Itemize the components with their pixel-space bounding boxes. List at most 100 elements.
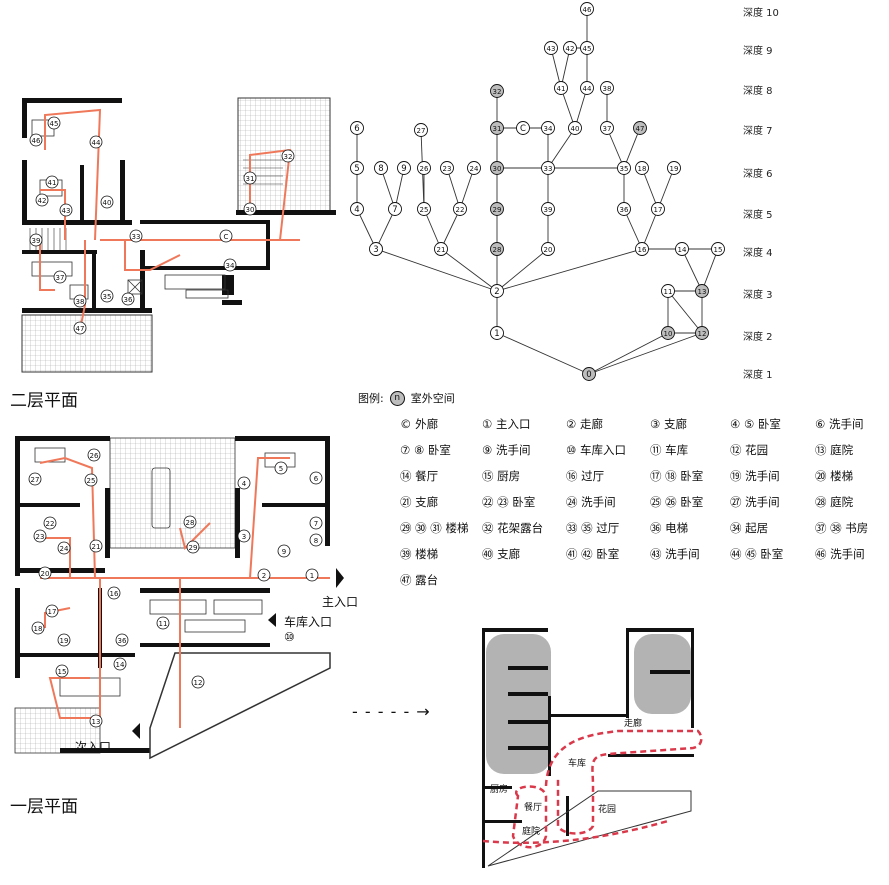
svg-text:33: 33: [132, 233, 141, 241]
svg-text:30: 30: [493, 165, 502, 173]
svg-text:6: 6: [314, 475, 319, 483]
graph-node-15: 15: [711, 242, 725, 256]
svg-text:19: 19: [60, 637, 69, 645]
graph-node-4: 4: [350, 202, 364, 216]
diagram-label-corridor: 走廊: [624, 717, 642, 729]
graph-node-12: 12: [695, 326, 709, 340]
legend-header: 图例: n 室外空间: [358, 390, 455, 406]
graph-node-37: 37: [600, 121, 614, 135]
depth-label-10: 深度 10: [743, 8, 779, 19]
graph-edge: [394, 167, 405, 210]
svg-text:38: 38: [603, 85, 612, 93]
graph-node-30: 30: [490, 161, 504, 175]
graph-node-8: 8: [374, 161, 388, 175]
legend-item: ⑬ 庭院: [815, 443, 854, 457]
diagram-label-dining: 餐厅: [524, 801, 542, 813]
depth-label-2: 深度 2: [743, 332, 773, 343]
svg-text:1: 1: [310, 572, 314, 580]
graph-node-29: 29: [490, 202, 504, 216]
graph-node-9: 9: [397, 161, 411, 175]
graph-node-24: 24: [467, 161, 481, 175]
outdoor-space-symbol: n: [389, 390, 405, 406]
svg-text:26: 26: [420, 165, 429, 173]
svg-text:C: C: [224, 233, 229, 241]
graph-node-7: 7: [388, 202, 402, 216]
diagram-label-garden: 花园: [598, 803, 616, 815]
legend-item: ⑦ ⑧ 卧室: [400, 443, 451, 457]
legend-header-text: 室外空间: [410, 392, 455, 405]
graph-edge: [446, 167, 461, 210]
graph-edge: [375, 208, 396, 250]
legend-item: ⑯ 过厅: [566, 469, 605, 483]
svg-text:24: 24: [60, 545, 69, 553]
graph-edge: [423, 208, 442, 250]
graph-node-38: 38: [600, 81, 614, 95]
graph-edge: [496, 332, 590, 375]
svg-text:16: 16: [638, 246, 647, 254]
graph-edge: [496, 248, 643, 292]
circulation-diagram: 走廊 车库 厨房 餐厅 花园 庭院: [482, 628, 703, 868]
graph-node-2: 2: [490, 284, 504, 298]
graph-edge: [356, 208, 377, 250]
svg-text:20: 20: [544, 246, 553, 254]
svg-text:47: 47: [76, 325, 85, 333]
svg-text:44: 44: [92, 139, 101, 147]
legend-item: ⑩ 车库入口: [566, 443, 626, 457]
svg-text:33: 33: [544, 165, 553, 173]
legend-item: ㉑ 支廊: [400, 495, 439, 509]
svg-text:38: 38: [76, 298, 85, 306]
svg-text:25: 25: [87, 477, 96, 485]
svg-text:21: 21: [92, 543, 101, 551]
legend-item: ㊹ ㊺ 卧室: [730, 547, 784, 561]
svg-text:34: 34: [226, 262, 235, 270]
graph-node-28: 28: [490, 242, 504, 256]
svg-text:32: 32: [284, 153, 293, 161]
legend-item: ㉗ 洗手间: [730, 495, 780, 509]
graph-edge: [560, 87, 576, 129]
svg-text:46: 46: [32, 137, 41, 145]
lower-plan-title: 一层平面: [10, 797, 78, 817]
svg-text:42: 42: [38, 197, 47, 205]
graph-node-32: 32: [490, 84, 504, 98]
depth-label-8: 深度 8: [743, 86, 773, 97]
svg-text:22: 22: [46, 520, 55, 528]
legend-item: ㉙ ㉚ ㉛ 楼梯: [400, 521, 469, 535]
graph-node-39: 39: [541, 202, 555, 216]
svg-text:15: 15: [714, 246, 723, 254]
graph-node-C: C: [516, 121, 530, 135]
svg-text:35: 35: [103, 293, 112, 301]
graph-node-26: 26: [417, 161, 431, 175]
graph-node-22: 22: [453, 202, 467, 216]
legend-item: ㊻ 洗手间: [815, 547, 865, 561]
graph-edge: [657, 167, 675, 210]
svg-text:20: 20: [41, 570, 50, 578]
svg-text:45: 45: [50, 120, 59, 128]
svg-text:14: 14: [116, 661, 125, 669]
svg-text:9: 9: [282, 548, 286, 556]
graph-node-5: 5: [350, 161, 364, 175]
svg-text:21: 21: [437, 246, 446, 254]
graph-edge: [667, 290, 703, 334]
svg-text:5: 5: [279, 465, 283, 473]
graph-edge: [440, 248, 498, 292]
legend-item: ① 主入口: [482, 417, 531, 431]
svg-text:16: 16: [110, 590, 119, 598]
main-entry-label: 主入口: [322, 595, 359, 609]
svg-text:46: 46: [583, 6, 592, 14]
graph-node-13: 13: [695, 284, 709, 298]
svg-text:12: 12: [698, 330, 707, 338]
svg-text:4: 4: [354, 205, 359, 215]
secondary-entry-label: 次入口: [75, 740, 112, 754]
svg-text:32: 32: [493, 88, 502, 96]
svg-text:4: 4: [242, 480, 247, 488]
graph-node-25: 25: [417, 202, 431, 216]
graph-node-47: 47: [633, 121, 647, 135]
graph-node-14: 14: [675, 242, 689, 256]
depth-label-5: 深度 5: [743, 210, 773, 221]
svg-text:18: 18: [638, 165, 647, 173]
legend-item: ㊵ 支廊: [482, 547, 521, 561]
legend-item: ⑨ 洗手间: [482, 443, 531, 457]
svg-text:11: 11: [159, 620, 168, 628]
graph-node-27: 27: [414, 123, 428, 137]
